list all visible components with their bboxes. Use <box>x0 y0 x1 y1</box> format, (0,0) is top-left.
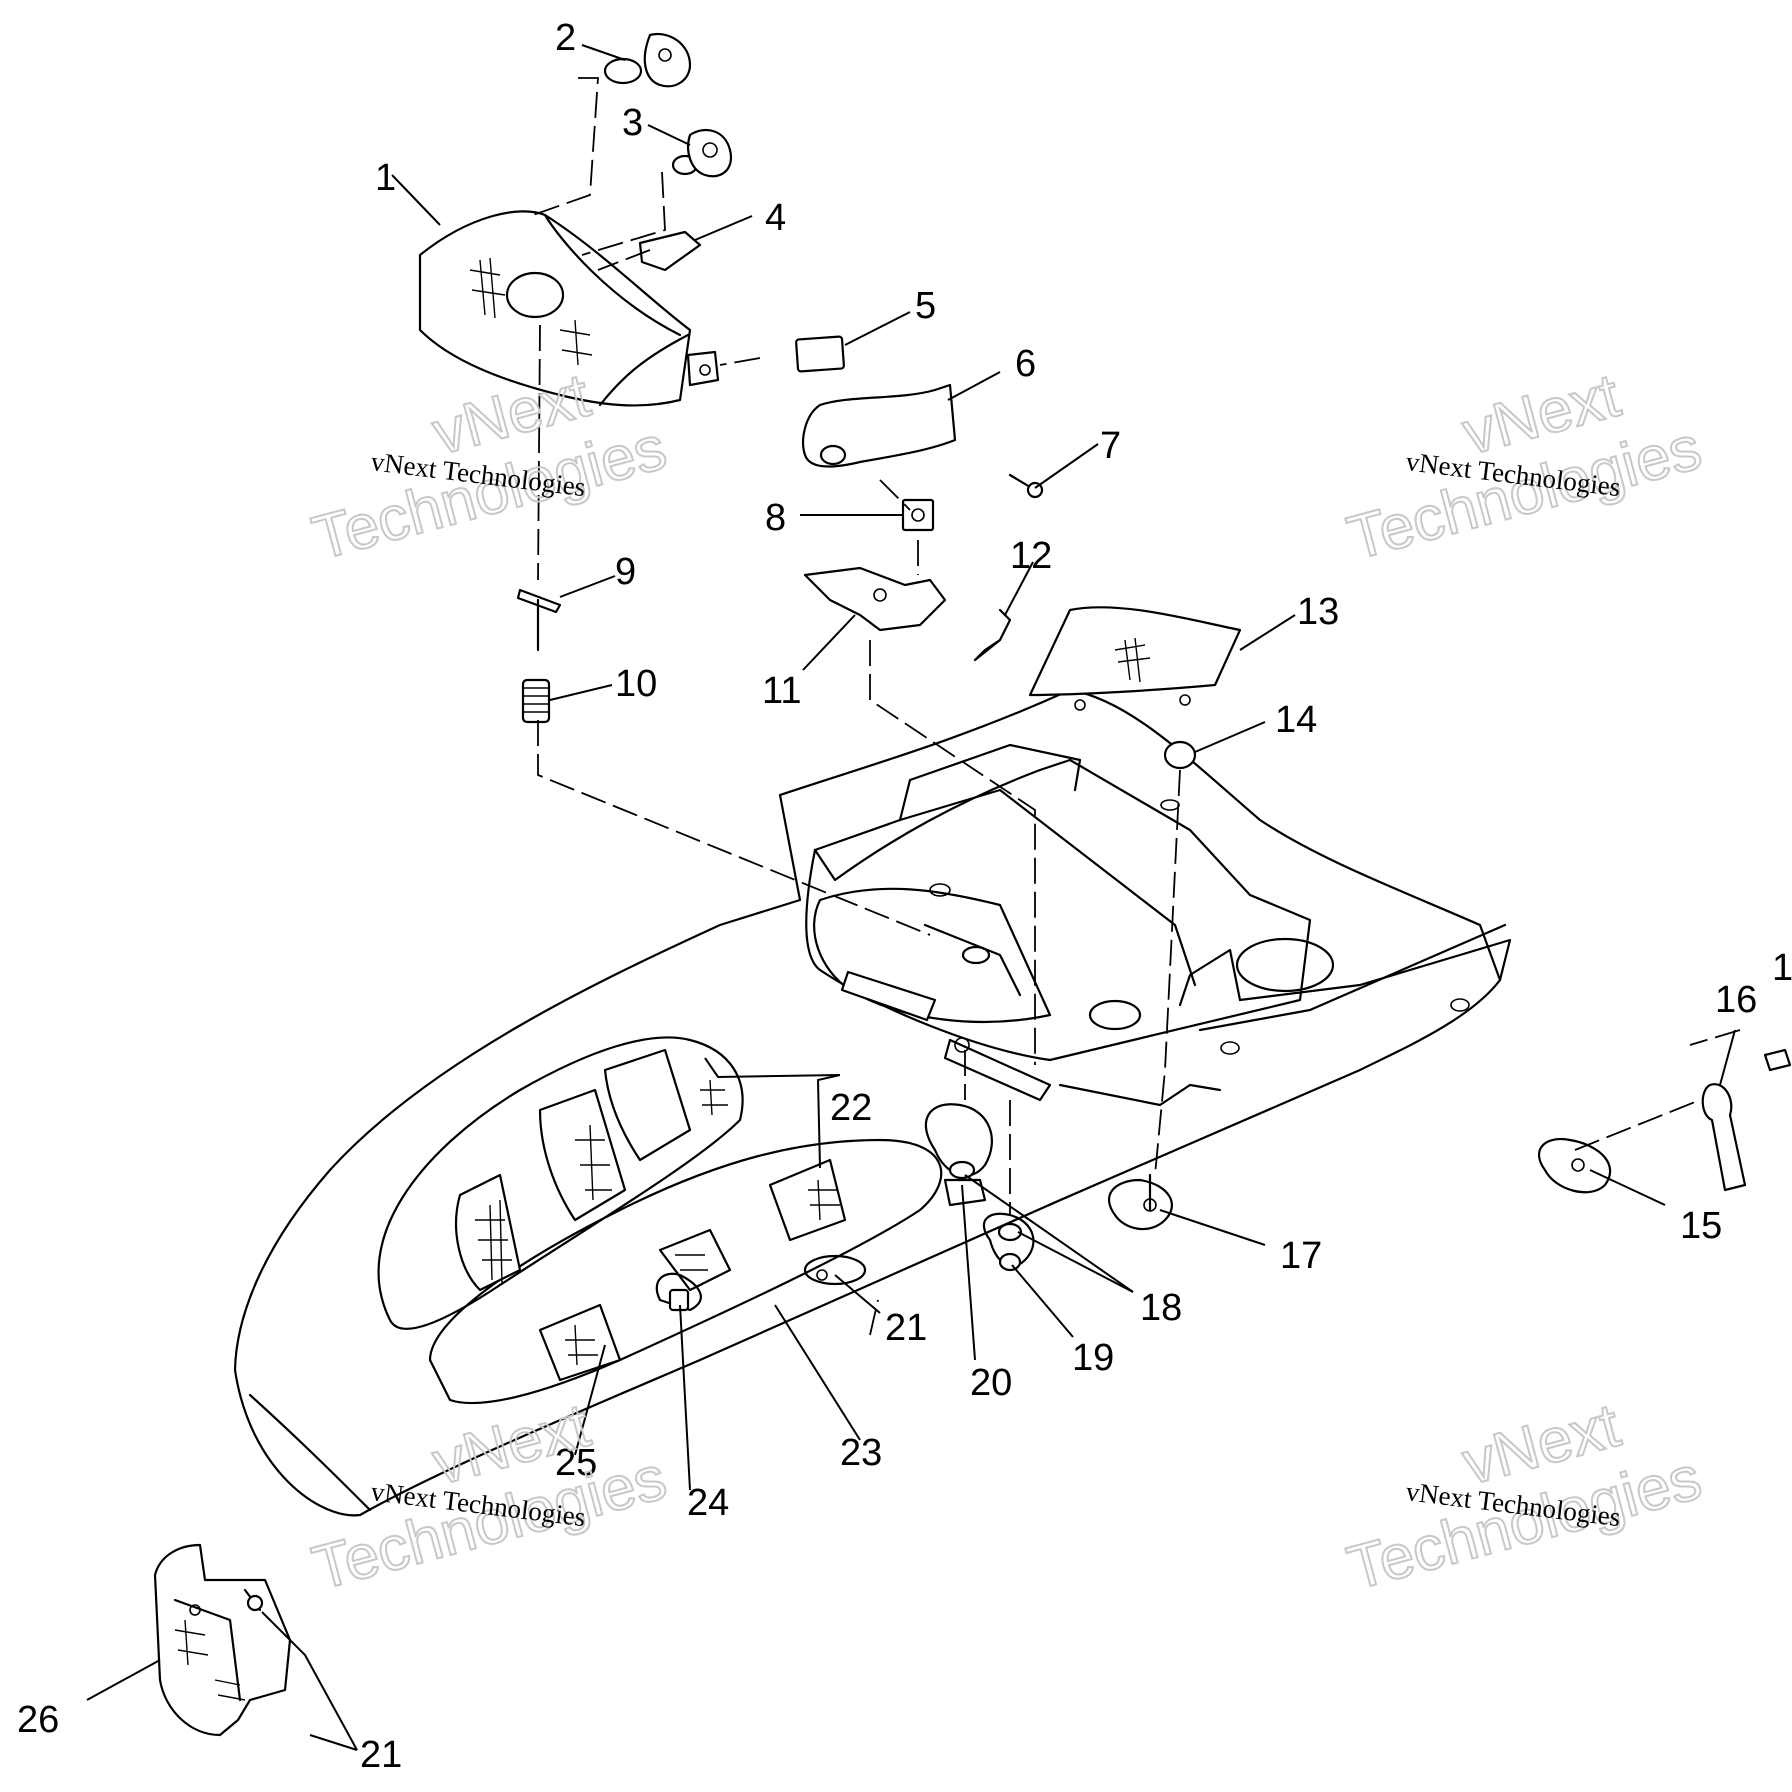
callout-25: 25 <box>555 1442 597 1484</box>
callout-13: 13 <box>1297 591 1339 633</box>
spring-10 <box>521 678 551 724</box>
callout-7: 7 <box>1100 425 1121 467</box>
grommet-15 <box>1538 1137 1612 1194</box>
bracket-6 <box>802 383 957 468</box>
headlight-housing <box>418 210 720 407</box>
callout-5: 5 <box>915 285 936 327</box>
adjuster-9 <box>516 588 562 652</box>
leader-lines <box>86 44 1736 1751</box>
tail-light-26 <box>153 1543 292 1737</box>
callout-8: 8 <box>765 497 786 539</box>
callout-15: 15 <box>1680 1205 1722 1247</box>
callout-22: 22 <box>830 1087 872 1129</box>
callout-10: 10 <box>615 663 657 705</box>
callout-20: 20 <box>970 1362 1012 1404</box>
callout-2: 2 <box>555 17 576 59</box>
callout-21-dash: 21 <box>885 1307 927 1349</box>
callout-1-edge: 1 <box>1772 947 1792 989</box>
screw-17 <box>1108 1173 1173 1231</box>
callout-17: 17 <box>1280 1235 1322 1277</box>
callout-21-tail: 21 <box>360 1734 402 1776</box>
spring-clip-12 <box>973 608 1012 662</box>
callout-19: 19 <box>1072 1337 1114 1379</box>
pad-8 <box>901 498 935 532</box>
callout-24: 24 <box>687 1482 729 1524</box>
grommet-14 <box>1163 740 1197 770</box>
callout-9: 9 <box>615 551 636 593</box>
callout-23: 23 <box>840 1432 882 1474</box>
callout-12: 12 <box>1010 535 1052 577</box>
lens-13 <box>1028 606 1242 711</box>
callout-6: 6 <box>1015 343 1036 385</box>
pad-5 <box>795 335 845 373</box>
hood-body <box>233 688 1512 1517</box>
fastener-group <box>924 1103 1035 1272</box>
latch-16 <box>1701 1083 1747 1192</box>
screw-edge <box>1763 1048 1792 1072</box>
callout-18: 18 <box>1140 1287 1182 1329</box>
bulb-2 <box>603 32 692 88</box>
callout-11: 11 <box>762 670 801 712</box>
instrument-cluster <box>377 1036 943 1405</box>
callout-14: 14 <box>1275 699 1317 741</box>
callout-16: 16 <box>1715 979 1757 1021</box>
bulb-3 <box>671 128 733 178</box>
callout-labels: 1 2 3 4 5 6 7 8 9 10 11 12 13 14 15 16 1… <box>17 17 1792 1776</box>
callout-26: 26 <box>17 1699 59 1741</box>
callout-4: 4 <box>765 197 786 239</box>
assembly-lines <box>532 77 1741 1336</box>
callout-3: 3 <box>622 102 643 144</box>
clip-4 <box>638 230 702 272</box>
callout-1: 1 <box>375 157 396 199</box>
